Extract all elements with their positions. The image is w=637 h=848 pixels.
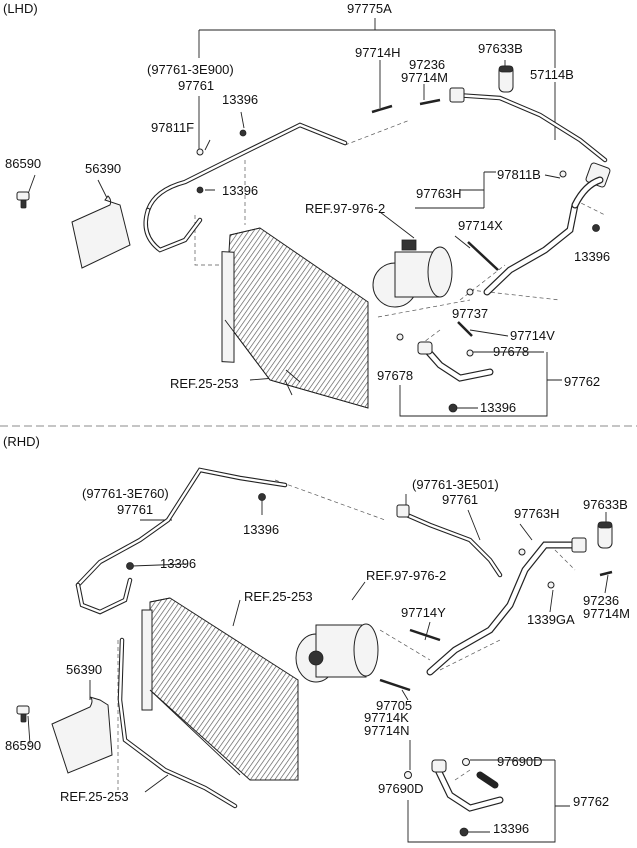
ref-97-976-2-lhd: REF.97-976-2 bbox=[305, 201, 385, 216]
label-97761-3E501: (97761-3E501) bbox=[412, 477, 499, 492]
label-97763H-rhd: 97763H bbox=[514, 506, 560, 521]
label-97714M: 97714M bbox=[401, 70, 448, 85]
label-97775A: 97775A bbox=[347, 1, 392, 16]
pad-56390-rhd bbox=[51, 696, 113, 774]
label-97714Y: 97714Y bbox=[401, 605, 446, 620]
bracket-97775A bbox=[198, 18, 556, 68]
label-97236: 97236 bbox=[409, 57, 445, 72]
leader-lines-rhd bbox=[27, 494, 609, 843]
label-97762-rhd: 97762 bbox=[573, 794, 609, 809]
label-97633B: 97633B bbox=[478, 41, 523, 56]
grommet-86590-rhd bbox=[16, 705, 30, 723]
compressor-lhd bbox=[372, 239, 453, 308]
label-13396-b: 13396 bbox=[222, 183, 258, 198]
leader-lines-top bbox=[198, 60, 556, 150]
bolt-97714H-lhd bbox=[371, 104, 393, 114]
label-57114B: 57114B bbox=[530, 67, 574, 82]
cap-97811B bbox=[559, 170, 567, 178]
o-ring-97737 bbox=[466, 288, 474, 296]
pad-56390-lhd bbox=[71, 195, 131, 269]
label-97714K: 97714K bbox=[364, 710, 409, 725]
label-97690D-b: 97690D bbox=[378, 781, 424, 796]
bolt-97714M-lhd bbox=[419, 98, 441, 106]
label-97714M-rhd: 97714M bbox=[583, 606, 630, 621]
label-97762: 97762 bbox=[564, 374, 600, 389]
dashed-guides-rhd bbox=[117, 479, 576, 790]
pipe-97761-3E501 bbox=[397, 509, 503, 578]
label-13396-b-rhd: 13396 bbox=[160, 556, 196, 571]
compressor-rhd bbox=[295, 623, 379, 683]
o-ring-97690D-b bbox=[404, 771, 412, 779]
dashed-guides-lhd bbox=[194, 119, 606, 346]
lhd-section-title: (LHD) bbox=[3, 1, 38, 16]
o-ring-97678-a bbox=[466, 349, 474, 357]
cap-97811F bbox=[196, 148, 204, 156]
label-97633B-rhd: 97633B bbox=[583, 497, 628, 512]
label-97761-b-rhd: 97761 bbox=[442, 492, 478, 507]
leader-97811B bbox=[544, 174, 561, 179]
bolt-97714Y bbox=[409, 628, 441, 642]
pipe-57114B bbox=[452, 92, 608, 163]
o-ring-13396-c-rhd bbox=[459, 827, 469, 837]
o-ring-97678-b bbox=[396, 333, 404, 341]
label-97761: 97761 bbox=[178, 78, 214, 93]
rhd-section: (RHD) (97761-3E760) 97761 13396 (97761-3… bbox=[3, 434, 630, 843]
bolt-97714V bbox=[457, 321, 473, 337]
ref-25-253-lhd: REF.25-253 bbox=[170, 376, 239, 391]
rhd-section-title: (RHD) bbox=[3, 434, 40, 449]
leader-97763H bbox=[415, 171, 496, 209]
label-13396-c-rhd: 13396 bbox=[493, 821, 529, 836]
o-ring-13396-b bbox=[196, 186, 204, 194]
o-ring-13396-a bbox=[239, 129, 247, 137]
bolt-97714X bbox=[467, 241, 499, 271]
label-97761-a-rhd: 97761 bbox=[117, 502, 153, 517]
label-97737: 97737 bbox=[452, 306, 488, 321]
label-97761-3E900: (97761-3E900) bbox=[147, 62, 234, 77]
label-56390: 56390 bbox=[85, 161, 121, 176]
label-13396-a-rhd: 13396 bbox=[243, 522, 279, 537]
lhd-section: (LHD) 97775A 97714H 97633B 97236 97714M … bbox=[3, 1, 611, 417]
label-97811F: 97811F bbox=[151, 120, 194, 135]
condenser-lhd bbox=[221, 227, 369, 409]
label-13396-d: 13396 bbox=[480, 400, 516, 415]
o-ring-13396-a-rhd bbox=[258, 493, 266, 501]
label-97705: 97705 bbox=[376, 698, 412, 713]
label-97714H: 97714H bbox=[355, 45, 401, 60]
ref-25-253-a-rhd: REF.25-253 bbox=[244, 589, 313, 604]
o-ring-1339GA bbox=[547, 581, 555, 589]
label-86590-rhd: 86590 bbox=[5, 738, 41, 753]
label-97763H: 97763H bbox=[416, 186, 462, 201]
label-97236-rhd: 97236 bbox=[583, 593, 619, 608]
ref-97-976-2-rhd: REF.97-976-2 bbox=[366, 568, 446, 583]
label-97714X: 97714X bbox=[458, 218, 503, 233]
label-13396-c: 13396 bbox=[574, 249, 610, 264]
o-ring-13396-d bbox=[448, 403, 458, 413]
label-1339GA: 1339GA bbox=[527, 612, 575, 627]
ref-25-253-b-rhd: REF.25-253 bbox=[60, 789, 129, 804]
grommet-86590-lhd bbox=[16, 191, 30, 209]
o-ring-97690D-a bbox=[462, 758, 470, 766]
label-97761-3E760: (97761-3E760) bbox=[82, 486, 169, 501]
label-97811B: 97811B bbox=[497, 167, 541, 182]
label-97678-b: 97678 bbox=[377, 368, 413, 383]
label-13396-a: 13396 bbox=[222, 92, 258, 107]
o-ring-13396-b-rhd bbox=[126, 562, 134, 570]
o-ring-13396-c bbox=[592, 224, 600, 232]
label-97690D-a: 97690D bbox=[497, 754, 543, 769]
label-86590: 86590 bbox=[5, 156, 41, 171]
label-97714V: 97714V bbox=[510, 328, 555, 343]
bolt-97714M-rhd bbox=[599, 570, 613, 577]
block-fitting-lhd bbox=[449, 87, 465, 103]
bolt-97714K bbox=[379, 678, 411, 692]
label-97678-a: 97678 bbox=[493, 344, 529, 359]
condenser-rhd bbox=[141, 597, 299, 781]
leader-lines-lhd-lower bbox=[379, 211, 562, 417]
label-97714N: 97714N bbox=[364, 723, 410, 738]
label-56390-rhd: 56390 bbox=[66, 662, 102, 677]
leader-lines-lhd-left bbox=[27, 111, 245, 201]
